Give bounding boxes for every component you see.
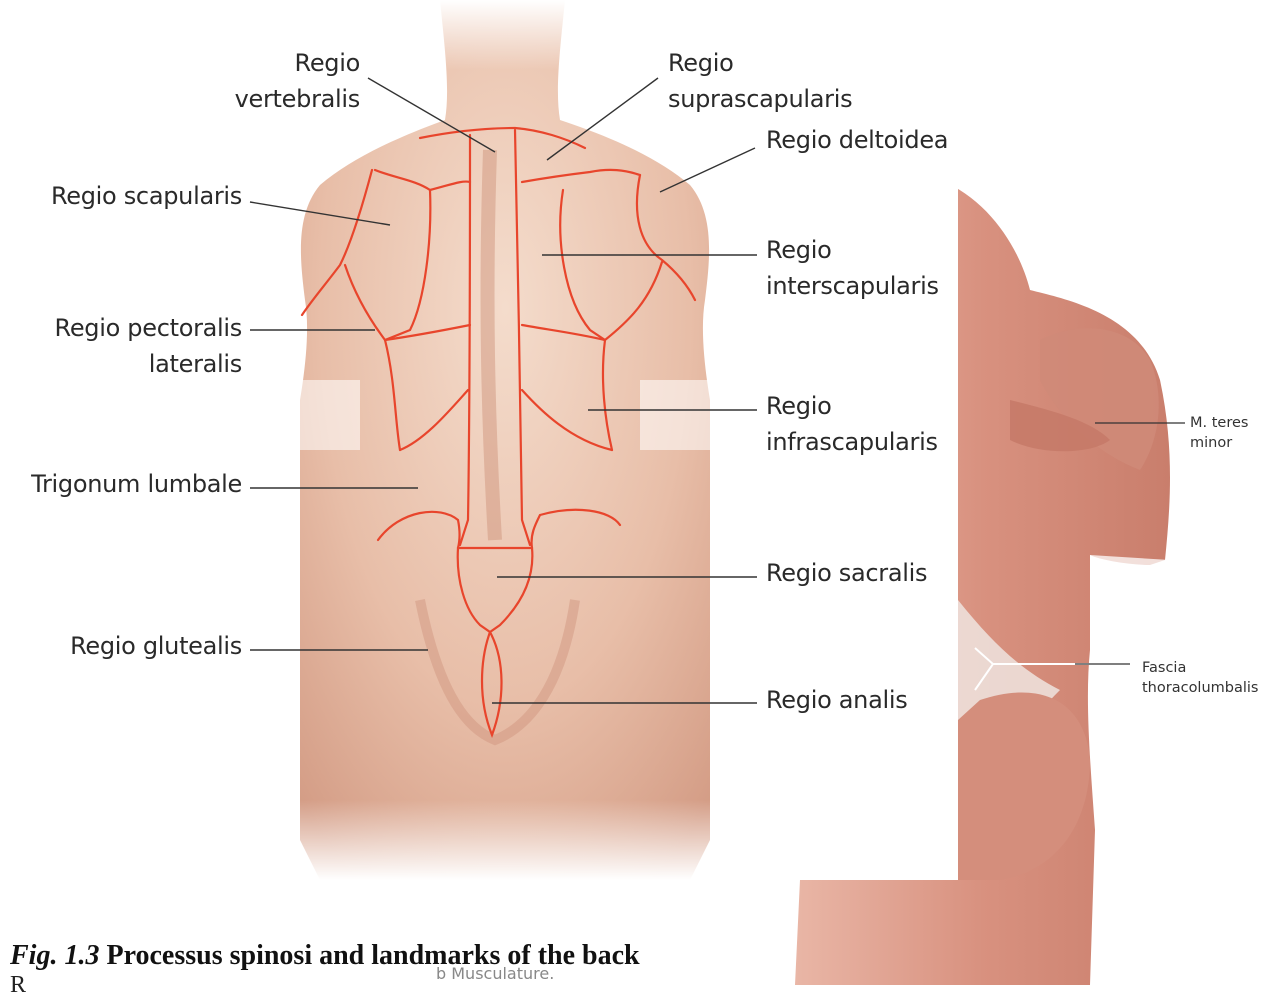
figure-number: Fig. 1.3 (10, 940, 99, 971)
label-regio-sacralis: Regio sacralis (766, 555, 927, 591)
label-trigonum-lumbale: Trigonum lumbale (0, 466, 242, 502)
figure-caption: Fig. 1.3 Processus spinosi and landmarks… (10, 940, 640, 972)
label-regio-vertebralis: Regio vertebralis (220, 45, 360, 117)
label-regio-interscapularis: Regio interscapularis (766, 232, 939, 304)
cutoff-text-fragment: R (10, 972, 26, 999)
label-regio-infrascapularis: Regio infrascapularis (766, 388, 938, 460)
label-regio-analis: Regio analis (766, 682, 907, 718)
left-arm-cutout (300, 380, 360, 450)
figure-caption-text: Processus spinosi and landmarks of the b… (106, 940, 639, 971)
label-m-teres-minor: M. teres minor (1190, 413, 1248, 453)
top-fade (420, 0, 590, 70)
right-arm-cutout (640, 380, 710, 450)
label-regio-deltoidea: Regio deltoidea (766, 122, 948, 158)
label-regio-glutealis: Regio glutealis (10, 628, 242, 664)
spine-groove (488, 150, 495, 540)
arm-fade (1090, 555, 1170, 620)
label-regio-scapularis: Regio scapularis (10, 178, 242, 214)
label-regio-pectoralis-lateralis: Regio pectoralis lateralis (10, 310, 242, 382)
label-regio-suprascapularis: Regio suprascapularis (668, 45, 852, 117)
label-fascia-thoracolumbalis: Fascia thoracolumbalis (1142, 658, 1258, 698)
bottom-fade (290, 800, 720, 880)
